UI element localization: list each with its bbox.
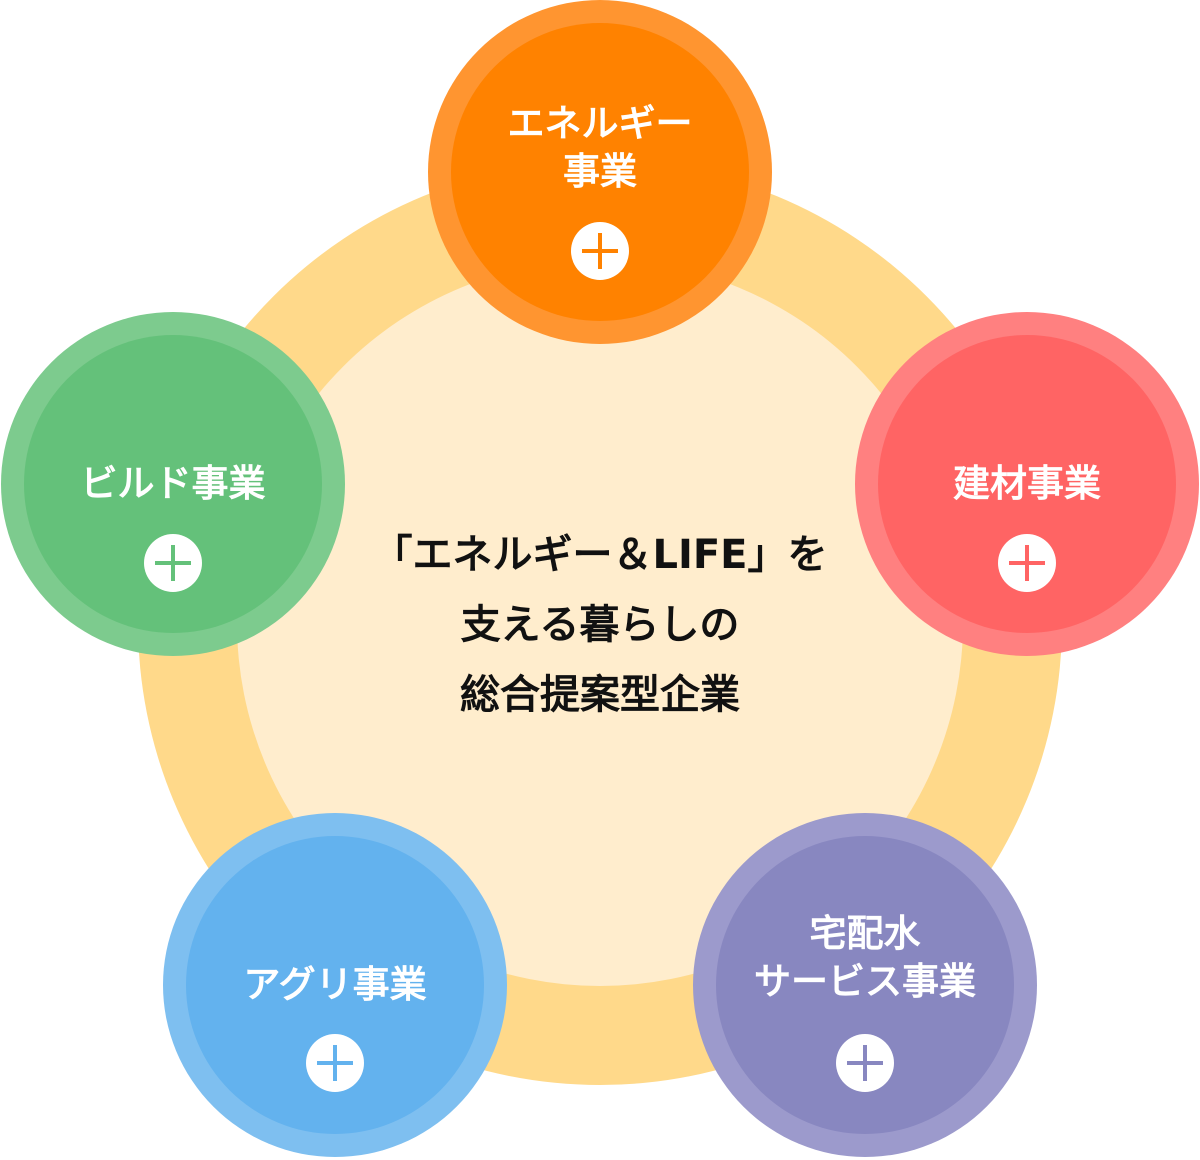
- business-building-materials[interactable]: 建材事業: [855, 312, 1199, 656]
- tagline-line-1: 「エネルギー＆LIFE」を: [372, 532, 828, 578]
- business-label: エネルギー 事業: [507, 102, 693, 193]
- business-energy[interactable]: エネルギー 事業: [428, 0, 772, 344]
- plus-icon[interactable]: [144, 534, 202, 592]
- plus-icon[interactable]: [306, 1034, 364, 1092]
- business-agri[interactable]: アグリ事業: [163, 813, 507, 1157]
- tagline-line-2: 支える暮らしの: [460, 602, 740, 648]
- plus-icon[interactable]: [998, 534, 1056, 592]
- center-tagline: 「エネルギー＆LIFE」を 支える暮らしの 総合提案型企業: [300, 520, 900, 730]
- tagline-line-3: 総合提案型企業: [460, 672, 740, 718]
- business-water-delivery[interactable]: 宅配水 サービス事業: [693, 813, 1037, 1157]
- business-label: アグリ事業: [243, 963, 427, 1006]
- plus-icon[interactable]: [571, 222, 629, 280]
- business-build[interactable]: ビルド事業: [1, 312, 345, 656]
- business-label: ビルド事業: [80, 462, 266, 505]
- business-label: 建材事業: [953, 462, 1101, 505]
- business-label: 宅配水 サービス事業: [754, 912, 976, 1003]
- plus-icon[interactable]: [836, 1034, 894, 1092]
